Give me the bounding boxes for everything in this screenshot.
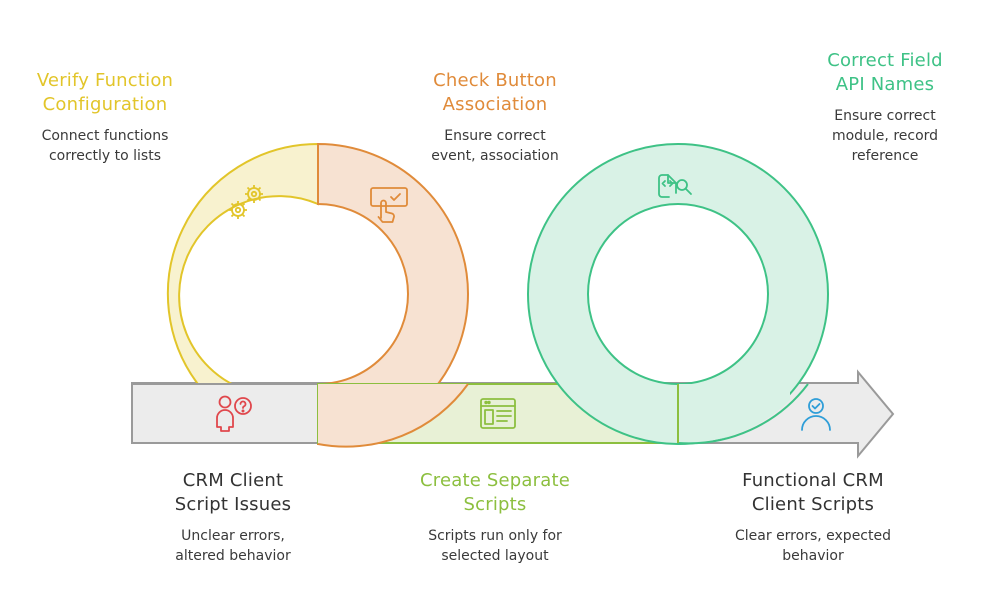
check-button-desc-line-2: event, association xyxy=(431,148,559,164)
create-separate-label: Create Separate Scripts Scripts run only… xyxy=(400,469,590,566)
check-button-description: Ensure correct event, association xyxy=(410,126,580,166)
verify-function-title: Verify Function Configuration xyxy=(20,69,190,117)
verify-function-desc-line-1: Connect functions xyxy=(41,128,169,144)
check-button-title-line-1: Check Button xyxy=(433,70,557,91)
check-button-title: Check Button Association xyxy=(410,69,580,117)
verify-function-desc-line-2: correctly to lists xyxy=(48,148,161,164)
correct-field-title-line-2: API Names xyxy=(835,74,935,95)
gears-icon xyxy=(229,185,263,219)
person-question-icon xyxy=(216,395,252,432)
correct-field-desc-line-2: module, record xyxy=(831,128,939,144)
verify-function-title-line-2: Configuration xyxy=(42,94,168,115)
check-button-desc-line-1: Ensure correct xyxy=(444,128,546,144)
code-file-search-icon xyxy=(658,174,692,198)
functional-crm-label: Functional CRM Client Scripts Clear erro… xyxy=(718,469,908,566)
touch-screen-icon xyxy=(370,187,408,223)
verify-function-title-line-1: Verify Function xyxy=(36,70,174,91)
functional-crm-desc-line-2: behavior xyxy=(782,548,844,564)
functional-crm-title: Functional CRM Client Scripts xyxy=(718,469,908,517)
functional-crm-description: Clear errors, expected behavior xyxy=(718,526,908,566)
person-check-icon xyxy=(801,398,831,431)
loop-right-bottom-edge xyxy=(677,383,809,445)
loop-left-yellow-segment xyxy=(166,142,319,389)
check-button-title-line-2: Association xyxy=(442,94,548,115)
correct-field-desc-line-3: reference xyxy=(851,148,919,164)
functional-segment xyxy=(678,384,790,444)
issues-segment xyxy=(131,383,319,444)
crm-issues-title-line-2: Script Issues xyxy=(174,494,292,515)
functional-crm-title-line-1: Functional CRM xyxy=(742,470,884,491)
correct-field-title: Correct Field API Names xyxy=(800,49,970,97)
correct-field-label: Correct Field API Names Ensure correct m… xyxy=(800,49,970,166)
verify-function-description: Connect functions correctly to lists xyxy=(20,126,190,166)
check-button-label: Check Button Association Ensure correct … xyxy=(410,69,580,166)
functional-crm-title-line-2: Client Scripts xyxy=(751,494,875,515)
crm-issues-desc-line-2: altered behavior xyxy=(175,548,291,564)
loop-left-orange-bottom xyxy=(318,384,468,447)
create-separate-desc-line-1: Scripts run only for xyxy=(428,528,562,544)
crm-issues-title: CRM Client Script Issues xyxy=(148,469,318,517)
verify-function-label: Verify Function Configuration Connect fu… xyxy=(20,69,190,166)
create-separate-description: Scripts run only for selected layout xyxy=(400,526,590,566)
crm-issues-title-line-1: CRM Client xyxy=(182,470,284,491)
correct-field-description: Ensure correct module, record reference xyxy=(800,106,970,166)
create-separate-title-line-2: Scripts xyxy=(463,494,527,515)
crm-issues-label: CRM Client Script Issues Unclear errors,… xyxy=(148,469,318,566)
browser-window-icon xyxy=(480,398,516,429)
create-separate-title: Create Separate Scripts xyxy=(400,469,590,517)
correct-field-desc-line-1: Ensure correct xyxy=(834,108,936,124)
create-separate-desc-line-2: selected layout xyxy=(441,548,549,564)
crm-issues-description: Unclear errors, altered behavior xyxy=(148,526,318,566)
create-separate-title-line-1: Create Separate xyxy=(419,470,571,491)
loop-left-orange-bottom-edge xyxy=(317,383,469,448)
correct-field-title-line-1: Correct Field xyxy=(827,50,943,71)
functional-crm-desc-line-1: Clear errors, expected xyxy=(735,528,891,544)
crm-issues-desc-line-1: Unclear errors, xyxy=(181,528,285,544)
